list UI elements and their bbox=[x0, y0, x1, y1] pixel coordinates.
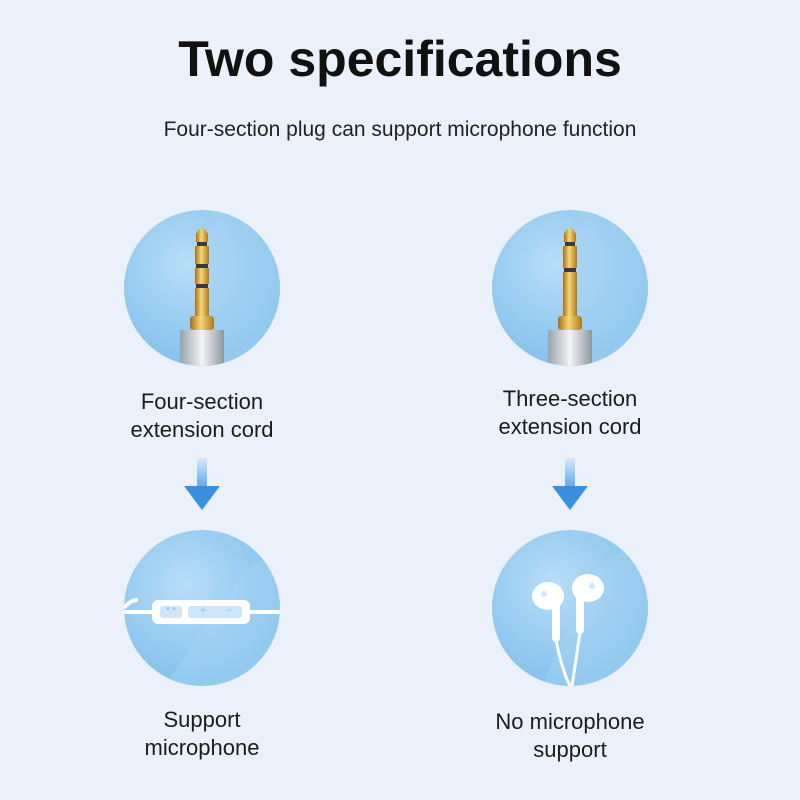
three-section-label-line1: Three-section bbox=[502, 386, 638, 411]
three-section-plug-icon bbox=[492, 210, 648, 366]
three-section-label: Three-section extension cord bbox=[450, 385, 690, 441]
earbuds-icon bbox=[492, 530, 648, 686]
four-section-label-line2: extension cord bbox=[130, 417, 274, 442]
page-subtitle: Four-section plug can support microphone… bbox=[163, 118, 637, 141]
volume-down-button: − bbox=[225, 603, 233, 617]
volume-up-button: + bbox=[199, 603, 207, 617]
mic-button: • • bbox=[166, 604, 176, 615]
result-label-line1: Support bbox=[163, 707, 241, 732]
down-arrow-icon bbox=[184, 458, 220, 510]
support-microphone-label: Support microphone bbox=[82, 706, 322, 762]
three-section-label-line2: extension cord bbox=[498, 414, 642, 439]
result-label-line1: No microphone bbox=[495, 709, 645, 734]
result-label-line2: microphone bbox=[144, 735, 260, 760]
four-section-plug-icon bbox=[124, 210, 280, 366]
down-arrow-icon bbox=[552, 458, 588, 510]
four-section-label-line1: Four-section bbox=[140, 389, 264, 414]
three-section-column: Three-section extension cord bbox=[450, 0, 690, 800]
four-section-column: Four-section extension cord • • + − Supp… bbox=[82, 0, 322, 800]
page-title: Two specifications bbox=[178, 31, 622, 87]
no-microphone-label: No microphone support bbox=[450, 708, 690, 764]
four-section-label: Four-section extension cord bbox=[82, 388, 322, 444]
result-label-line2: support bbox=[533, 737, 607, 762]
inline-remote-icon: • • + − bbox=[124, 530, 280, 686]
